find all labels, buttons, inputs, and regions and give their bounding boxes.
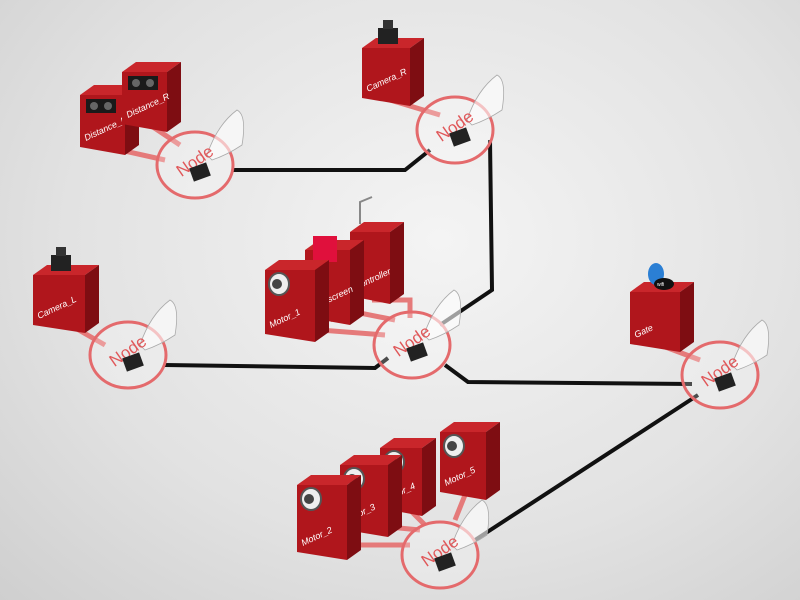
box-front <box>33 275 85 333</box>
devices: Distance_LDistance_RCamera_RCamera_LCont… <box>33 20 694 560</box>
wire <box>443 363 693 386</box>
box-side <box>85 265 99 333</box>
wifi-icon <box>654 278 674 290</box>
box-side <box>350 240 364 325</box>
camera-lens <box>56 247 66 256</box>
chip-icon <box>406 342 428 362</box>
box-top <box>440 422 500 432</box>
device-camera-r[interactable]: Camera_R <box>362 20 424 106</box>
chip-icon <box>122 352 144 372</box>
speech-bubble-icon <box>466 74 505 126</box>
device-motor-1[interactable]: Motor_1 <box>265 260 329 342</box>
box-side <box>347 475 361 560</box>
speech-bubble-icon <box>423 289 462 341</box>
device-distance-r[interactable]: Distance_R <box>122 62 181 132</box>
box-top <box>122 62 181 72</box>
chip-icon <box>189 162 211 182</box>
wire <box>164 356 390 371</box>
box-top <box>265 260 329 270</box>
node-motors[interactable]: Node <box>400 499 490 590</box>
box-top <box>340 455 402 465</box>
box-side <box>388 455 402 537</box>
wire <box>473 393 700 542</box>
device-distance-l[interactable]: Distance_L <box>80 85 139 155</box>
node-gate[interactable]: Node <box>680 319 770 410</box>
box-front <box>362 48 410 106</box>
box-side <box>390 222 404 304</box>
box-top <box>297 475 361 485</box>
box-side <box>680 282 694 352</box>
box-side <box>315 260 329 342</box>
wires <box>164 139 700 542</box>
led-screen-icon <box>313 236 337 262</box>
device-motor-5[interactable]: Motor_5 <box>440 422 500 500</box>
device-link <box>452 494 468 521</box>
speech-bubble-icon <box>451 499 490 551</box>
device-motor-2[interactable]: Motor_2 <box>297 475 361 560</box>
box-side <box>410 38 424 106</box>
chip-icon <box>434 552 456 572</box>
speech-bubble-icon <box>206 109 245 161</box>
box-front <box>630 292 680 352</box>
wifi-label: wifi <box>657 282 664 288</box>
node-camera-r[interactable]: Node <box>415 74 505 165</box>
chip-icon <box>714 372 736 392</box>
box-side <box>422 438 436 516</box>
camera-icon <box>378 28 398 44</box>
wire <box>233 148 432 172</box>
antenna-icon <box>359 196 373 224</box>
device-camera-l[interactable]: Camera_L <box>33 247 99 333</box>
speech-bubble-icon <box>731 319 770 371</box>
box-side <box>167 62 181 132</box>
speech-bubble-icon <box>139 299 178 351</box>
box-top <box>350 222 404 232</box>
node-distance[interactable]: Node <box>155 109 245 200</box>
box-top <box>380 438 436 448</box>
node-camera-l[interactable]: Node <box>88 299 178 390</box>
camera-lens <box>383 20 393 29</box>
node-center[interactable]: Node <box>372 289 462 380</box>
camera-icon <box>51 255 71 271</box>
box-side <box>486 422 500 500</box>
chip-icon <box>449 127 471 147</box>
